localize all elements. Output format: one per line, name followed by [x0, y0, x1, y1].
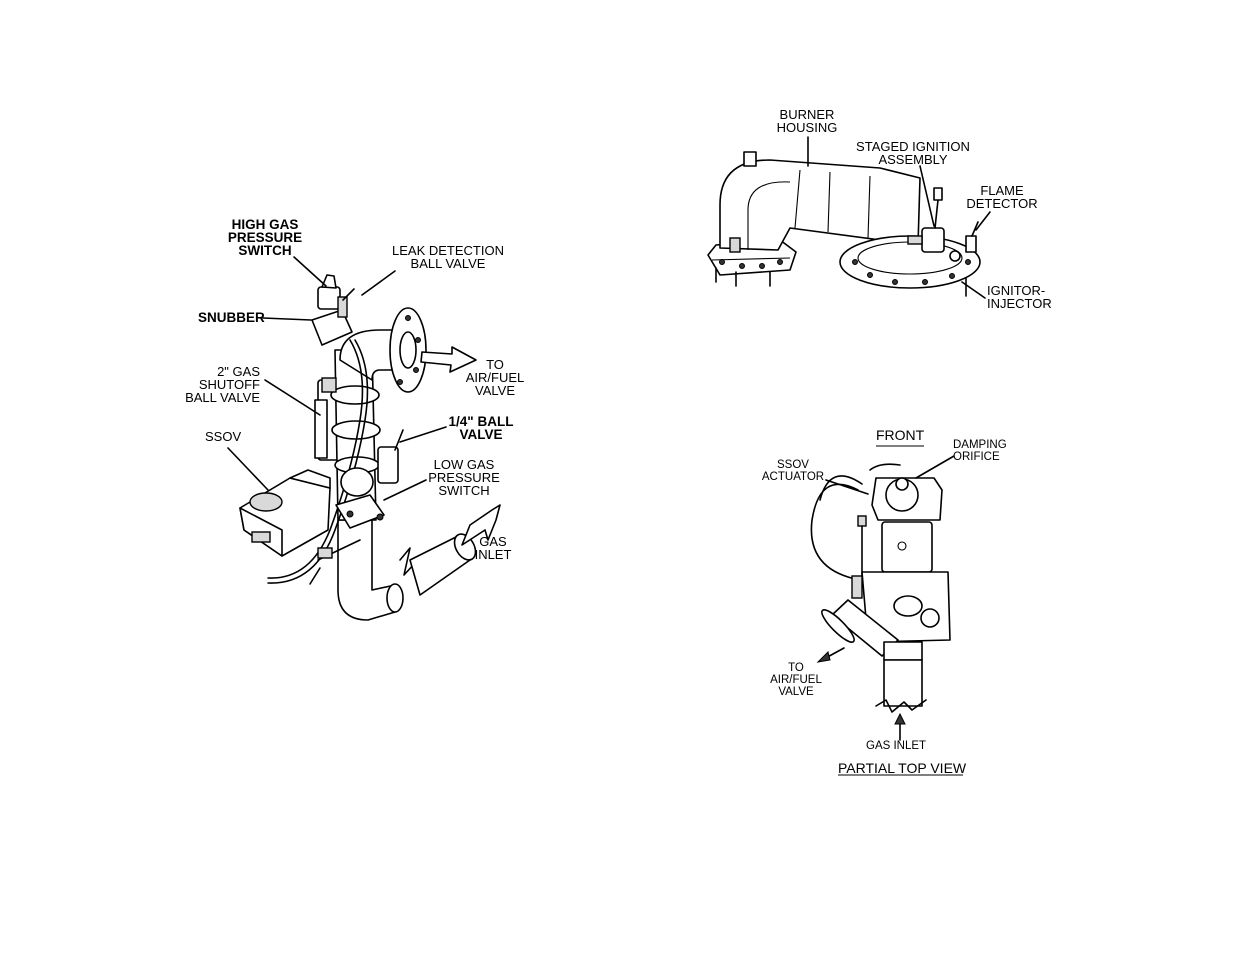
- label-to-air-fuel-valve-left: TO AIR/FUEL VALVE: [465, 357, 525, 398]
- gas-train-illustration: [239, 274, 477, 621]
- label-snubber: SNUBBER: [198, 310, 265, 325]
- label-staged-ignition-assembly: STAGED IGNITION ASSEMBLY: [856, 139, 970, 167]
- label-ignitor-injector: IGNITOR- INJECTOR: [987, 283, 1052, 311]
- label-to-air-fuel-valve-right: TO AIR/FUEL VALVE: [770, 662, 822, 698]
- label-flame-detector: FLAME DETECTOR: [966, 183, 1038, 211]
- label-ssov-actuator: SSOV ACTUATOR: [761, 459, 825, 483]
- right-bottom-leader-lines: [816, 445, 963, 776]
- label-front: FRONT: [876, 427, 925, 443]
- partial-top-view-illustration: [810, 463, 951, 713]
- label-high-gas-pressure-switch: HIGH GAS PRESSURE SWITCH: [227, 217, 303, 258]
- left-leader-lines: [227, 256, 501, 546]
- label-quarter-ball-valve: 1/4" BALL VALVE: [448, 414, 514, 442]
- label-low-gas-pressure-switch: LOW GAS PRESSURE SWITCH: [428, 457, 500, 498]
- burner-housing-illustration: [707, 151, 981, 297]
- label-gas-shutoff-ball-valve: 2" GAS SHUTOFF BALL VALVE: [185, 364, 260, 405]
- label-partial-top-view: PARTIAL TOP VIEW: [838, 760, 967, 776]
- label-gas-inlet-left: GAS INLET: [474, 534, 512, 562]
- label-leak-detection-ball-valve: LEAK DETECTION BALL VALVE: [392, 243, 504, 271]
- label-gas-inlet-right: GAS INLET: [866, 740, 927, 752]
- right-top-leader-lines: [807, 136, 991, 299]
- label-burner-housing: BURNER HOUSING: [776, 107, 838, 135]
- label-damping-orifice: DAMPING ORIFICE: [953, 439, 1007, 463]
- label-ssov: SSOV: [205, 429, 242, 444]
